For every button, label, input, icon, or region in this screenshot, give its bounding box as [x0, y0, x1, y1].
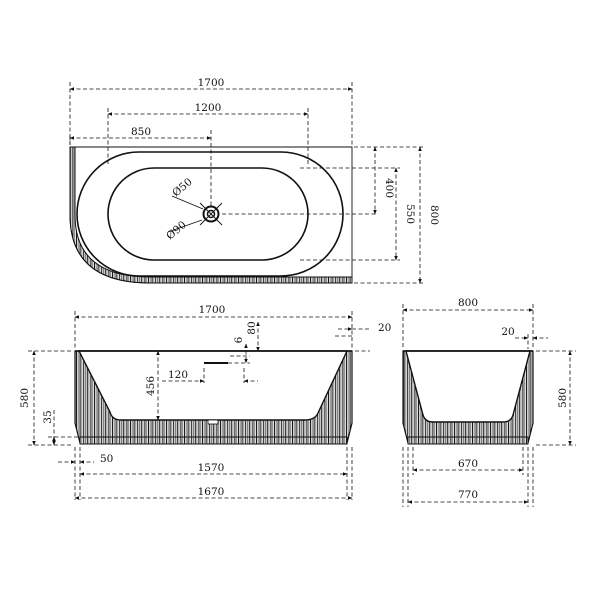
top-view-outer-shell: [69, 146, 353, 284]
dim-drain-offset: 1200: [195, 102, 222, 114]
dim-inner-width: 550: [404, 204, 416, 224]
side-view-basin: [405, 350, 531, 423]
dim-width-overall: 800: [428, 205, 440, 225]
front-dim-base-outer: 1670: [198, 486, 225, 498]
dim-waste-diameter: Ø50: [170, 176, 195, 199]
side-dim-top-width: 800: [458, 297, 478, 309]
dim-drain-from-left: 850: [131, 126, 151, 138]
side-dim-height: 580: [557, 388, 569, 408]
dim-overflow-diameter: Ø90: [164, 219, 189, 242]
front-dim-base-35: 35: [42, 410, 54, 423]
front-dim-top-length: 1700: [199, 304, 226, 316]
dim-drain-depth: 400: [383, 178, 395, 198]
front-dim-base-50: 50: [100, 453, 113, 465]
side-view-plinth: [407, 436, 529, 445]
front-dim-rim-6: 6: [233, 336, 245, 343]
side-dim-base-inner: 670: [458, 458, 478, 470]
front-view-plinth: [79, 436, 348, 445]
front-view: 1700 20 80 6 456 120 580 35 50 1570 1670: [19, 304, 391, 500]
top-view: 1700 1200 850 400 550 800 Ø50 Ø90: [69, 77, 440, 284]
drain-icon: [167, 195, 223, 233]
front-dim-rim-20: 20: [378, 322, 391, 334]
side-dim-rim-20: 20: [501, 326, 514, 338]
front-dim-base-inner: 1570: [198, 462, 225, 474]
front-dim-overflow-120: 120: [168, 369, 188, 381]
dim-length-overall: 1700: [198, 77, 225, 89]
front-view-basin: [77, 350, 349, 421]
side-dim-base-outer: 770: [458, 489, 478, 501]
front-dim-height: 580: [19, 388, 31, 408]
front-dim-rim-80: 80: [246, 321, 258, 334]
front-dim-inner-depth: 456: [145, 376, 157, 396]
side-view: 800 20 580 670 770: [402, 297, 576, 507]
